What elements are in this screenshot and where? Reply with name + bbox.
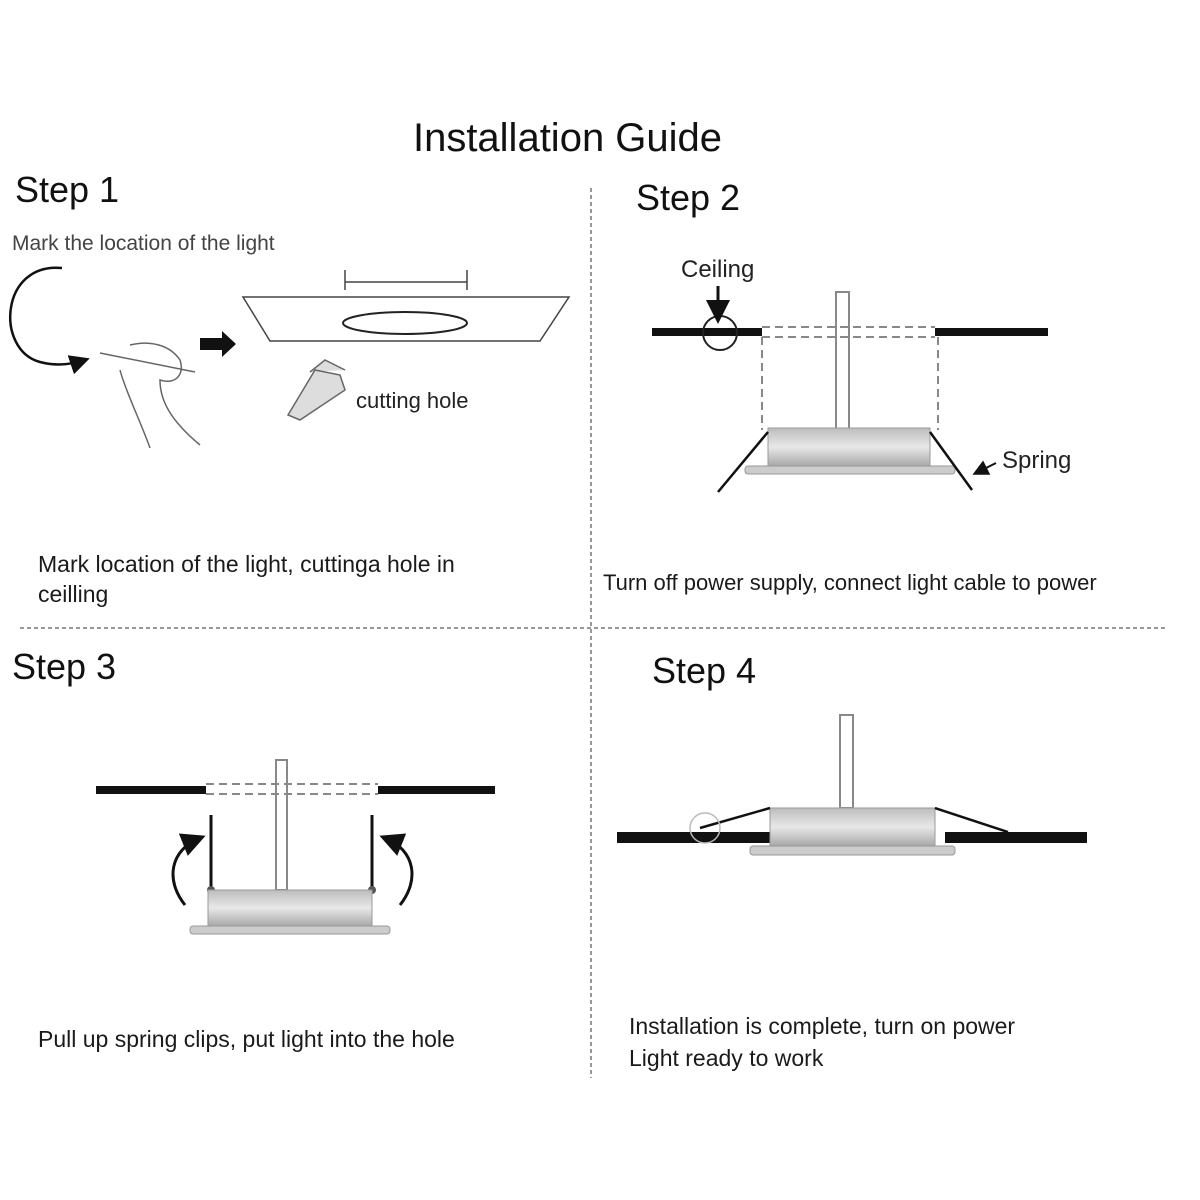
dimension-line — [344, 270, 468, 290]
cable — [835, 291, 850, 431]
step1-caption-line2: ceilling — [38, 581, 109, 607]
step4-heading: Step 4 — [652, 650, 757, 691]
curved-arrow-right-icon — [379, 833, 414, 906]
page-title: Installation Guide — [412, 116, 723, 160]
spring-label: Spring — [1002, 447, 1072, 474]
step1-note: Mark the location of the light — [12, 232, 275, 255]
step4-caption-line1: Installation is complete, turn on power — [629, 1013, 1016, 1039]
spring-clips — [209, 815, 374, 888]
ceiling-left — [652, 328, 762, 336]
ceiling-label: Ceiling — [681, 256, 755, 283]
spring-clips — [699, 806, 1009, 834]
step2-heading: Step 2 — [636, 177, 741, 218]
step1-drawing — [9, 266, 571, 449]
circular-arrow-icon — [9, 266, 90, 375]
step2-drawing — [652, 286, 1048, 493]
ceiling-plate — [241, 296, 571, 342]
light-body — [767, 427, 931, 467]
step4-drawing — [617, 714, 1087, 856]
hand-pencil-icon — [99, 342, 201, 449]
step4-caption-line2: Light ready to work — [629, 1045, 824, 1071]
light-flange — [744, 465, 956, 475]
step1-caption-line1: Mark location of the light, cuttinga hol… — [38, 551, 455, 577]
ceiling-right — [935, 328, 1048, 336]
spring-arrow — [972, 460, 997, 475]
step2-caption: Turn off power supply, connect light cab… — [603, 570, 1097, 595]
right-arrow-icon — [200, 331, 236, 357]
step1-heading: Step 1 — [15, 169, 120, 210]
hole-outline — [342, 311, 468, 335]
step3-caption: Pull up spring clips, put light into the… — [38, 1026, 455, 1052]
cutter-icon — [286, 359, 346, 421]
curved-arrow-left-icon — [171, 833, 206, 906]
spring-clips — [717, 431, 974, 493]
step3-drawing — [96, 759, 495, 935]
cutting-hole-label: cutting hole — [356, 388, 469, 413]
step3-heading: Step 3 — [12, 646, 117, 687]
